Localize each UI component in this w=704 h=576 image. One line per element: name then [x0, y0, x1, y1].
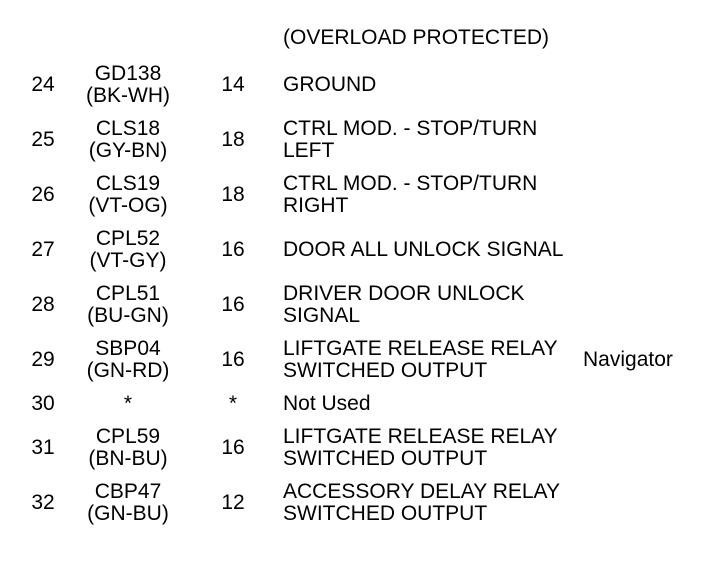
circuit-code: GD138 (BK-WH): [86, 61, 170, 107]
circuit-code: CLS18 (GY-BN): [88, 116, 168, 162]
circuit-description: LIFTGATE RELEASE RELAY SWITCHED OUTPUT: [283, 336, 558, 382]
circuit-code: CPL51 (BU-GN): [87, 281, 169, 327]
pin-number: 30: [31, 391, 55, 415]
wire-gauge: 16: [221, 347, 245, 371]
wire-gauge: 16: [221, 435, 245, 459]
circuit-code: CLS19 (VT-OG): [88, 171, 168, 217]
circuit-code: *: [123, 391, 133, 415]
table-row: 25 CLS18 (GY-BN) 18 CTRL MOD. - STOP/TUR…: [0, 112, 704, 167]
circuit-code: CBP47 (GN-BU): [87, 479, 169, 525]
circuit-description: CTRL MOD. - STOP/TURN LEFT: [283, 116, 538, 162]
wire-gauge: 16: [221, 292, 245, 316]
circuit-description: DRIVER DOOR UNLOCK SIGNAL: [283, 281, 525, 327]
table-row: 32 CBP47 (GN-BU) 12 ACCESSORY DELAY RELA…: [0, 475, 704, 530]
table-row: 26 CLS19 (VT-OG) 18 CTRL MOD. - STOP/TUR…: [0, 167, 704, 222]
circuit-description: CTRL MOD. - STOP/TURN RIGHT: [283, 171, 538, 217]
wire-gauge: 16: [221, 237, 245, 261]
circuit-description: DOOR ALL UNLOCK SIGNAL: [283, 237, 564, 261]
overload-protected-note: (OVERLOAD PROTECTED): [283, 26, 550, 49]
circuit-code: CPL52 (VT-GY): [89, 226, 167, 272]
wire-gauge: 18: [221, 127, 245, 151]
circuit-description: ACCESSORY DELAY RELAY SWITCHED OUTPUT: [283, 479, 561, 525]
circuit-code: SBP04 (GN-RD): [86, 336, 170, 382]
circuit-description: Not Used: [283, 391, 371, 415]
table-row: 30 * * Not Used: [0, 387, 704, 420]
circuit-code: CPL59 (BN-BU): [88, 424, 168, 470]
table-row: 28 CPL51 (BU-GN) 16 DRIVER DOOR UNLOCK S…: [0, 277, 704, 332]
wire-gauge: 18: [221, 182, 245, 206]
table-row: 29 SBP04 (GN-RD) 16 LIFTGATE RELEASE REL…: [0, 332, 704, 387]
pin-number: 27: [31, 237, 55, 261]
pin-number: 25: [31, 127, 55, 151]
circuit-description: LIFTGATE RELEASE RELAY SWITCHED OUTPUT: [283, 424, 558, 470]
pin-number: 31: [31, 435, 55, 459]
pin-number: 32: [31, 490, 55, 514]
pin-number: 29: [31, 347, 55, 371]
wire-gauge: 12: [221, 490, 245, 514]
wire-gauge: 14: [221, 72, 245, 96]
table-row: 27 CPL52 (VT-GY) 16 DOOR ALL UNLOCK SIGN…: [0, 222, 704, 277]
table-row: 31 CPL59 (BN-BU) 16 LIFTGATE RELEASE REL…: [0, 420, 704, 475]
table-row: 24 GD138 (BK-WH) 14 GROUND: [0, 57, 704, 112]
pin-number: 24: [31, 72, 55, 96]
pin-table: 24 GD138 (BK-WH) 14 GROUND 25 CLS18 (GY-…: [0, 57, 704, 530]
pin-number: 26: [31, 182, 55, 206]
pin-number: 28: [31, 292, 55, 316]
vehicle-note: Navigator: [583, 347, 673, 371]
wire-gauge: *: [228, 391, 238, 415]
circuit-description: GROUND: [283, 72, 377, 96]
